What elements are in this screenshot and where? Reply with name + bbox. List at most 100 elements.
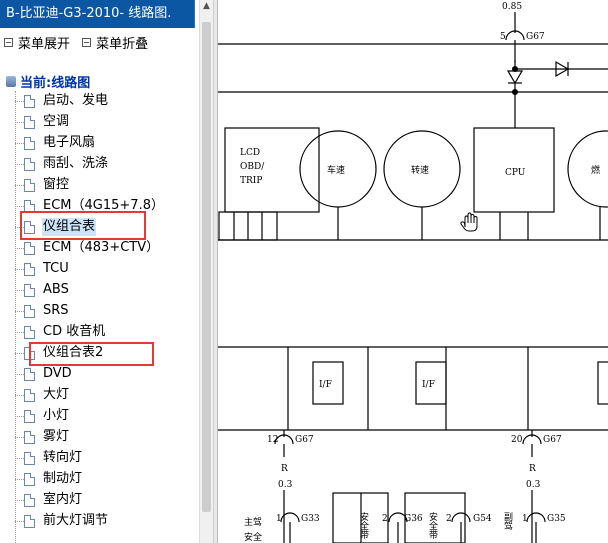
driver-seat-label: 主驾: [244, 516, 262, 528]
tree-item-label: 大灯: [43, 387, 70, 402]
tree-item[interactable]: 制动灯: [0, 469, 198, 490]
computer-icon: [6, 76, 16, 87]
tree-item-label: 转向灯: [43, 450, 83, 465]
menu-expand-button[interactable]: 菜单展开: [4, 33, 70, 52]
document-icon: [24, 242, 35, 255]
tree-item[interactable]: 室内灯: [0, 490, 198, 511]
tree-branch-line: [15, 500, 24, 501]
top-wire-spec: 0.85: [502, 2, 522, 12]
document-icon: [24, 368, 35, 381]
tree-item[interactable]: 启动、发电: [0, 91, 198, 112]
tree-item[interactable]: 窗控: [0, 175, 198, 196]
g33-pin: 1: [276, 514, 282, 524]
tree-item[interactable]: 转向灯: [0, 448, 198, 469]
right-wire-size: 0.3: [526, 480, 541, 490]
tree-branch-line: [15, 437, 24, 438]
top-connector-id: G67: [526, 32, 545, 42]
tree-item-label: 室内灯: [43, 492, 83, 507]
tree-item[interactable]: 电子风扇: [0, 133, 198, 154]
tree-item-label: DVD: [43, 366, 72, 381]
document-icon: [24, 452, 35, 465]
tree-item[interactable]: ECM（483+CTV）: [0, 238, 198, 259]
document-icon: [24, 431, 35, 444]
scroll-thumb[interactable]: [202, 22, 211, 512]
lcd-label-line1: LCD: [240, 148, 260, 158]
document-icon: [24, 305, 35, 318]
document-icon: [24, 158, 35, 171]
tree-root[interactable]: 当前:线路图: [6, 72, 90, 91]
tach-gauge-label: 转速: [411, 164, 429, 176]
tree-item[interactable]: 雨刮、洗涤: [0, 154, 198, 175]
left-panel: B-比亚迪-G3-2010- 线路图. 菜单展开 菜单折叠 当前:线路图 启动、…: [0, 0, 199, 543]
fuel-gauge-label: 燃: [591, 164, 600, 176]
tree-branch-line: [15, 206, 24, 207]
safety-belt-label-1: 安全带: [358, 511, 369, 540]
tree-item[interactable]: ABS: [0, 280, 198, 301]
wiring-diagram: 0.85 5 G67 LCD OBD/ TRIP 车速 转速 CPU 燃 I/F…: [218, 0, 608, 543]
tree-branch-line: [15, 143, 24, 144]
highlight-box: [29, 342, 154, 366]
menu-row: 菜单展开 菜单折叠: [4, 33, 156, 52]
document-icon: [24, 95, 35, 108]
tree-scrollbar[interactable]: ▲: [199, 0, 214, 543]
left-pin-number: 12: [267, 435, 278, 445]
tree-branch-line: [15, 101, 24, 102]
document-icon: [24, 137, 35, 150]
top-connector-pin: 5: [500, 32, 506, 42]
tree-item-label: ECM（483+CTV）: [43, 240, 160, 255]
tree-item-label: 空调: [43, 114, 70, 129]
tree-item-label: CD 收音机: [43, 324, 106, 339]
tree-branch-line: [15, 164, 24, 165]
safety-belt-label-2: 安全带: [427, 511, 438, 540]
hand-cursor-icon: [460, 212, 478, 232]
tree-item[interactable]: TCU: [0, 259, 198, 280]
tree-branch-line: [15, 248, 24, 249]
tree-item-label: 仪组合表: [42, 218, 97, 236]
pane-splitter[interactable]: [214, 0, 218, 543]
left-connector-id: G67: [295, 435, 314, 445]
right-pin-number: 20: [511, 435, 523, 445]
menu-collapse-label: 菜单折叠: [96, 37, 149, 52]
document-icon: [24, 263, 35, 276]
highlight-box: [20, 211, 146, 240]
document-icon: [24, 410, 35, 423]
tree-item[interactable]: 雾灯: [0, 427, 198, 448]
document-icon: [24, 179, 35, 192]
tree-item[interactable]: SRS: [0, 301, 198, 322]
tree-item-label: SRS: [43, 303, 69, 318]
document-icon: [24, 221, 35, 234]
tree-item[interactable]: CD 收音机: [0, 322, 198, 343]
tree-item[interactable]: 空调: [0, 112, 198, 133]
tree-branch-line: [15, 458, 24, 459]
if-label-2: I/F: [422, 380, 435, 390]
tree-item[interactable]: ECM（4G15+7.8）: [0, 196, 198, 217]
tree-item[interactable]: 大灯: [0, 385, 198, 406]
menu-expand-label: 菜单展开: [18, 37, 71, 52]
tree-branch-line: [15, 395, 24, 396]
scroll-up-icon[interactable]: ▲: [203, 1, 210, 11]
tree-item-label: ABS: [43, 282, 69, 297]
document-icon: [24, 326, 35, 339]
g35-label: G35: [547, 514, 566, 524]
passenger-seat-label: 副驾: [502, 512, 513, 531]
wiring-diagram-svg: 0.85 5 G67 LCD OBD/ TRIP 车速 转速 CPU 燃 I/F…: [218, 2, 608, 543]
cpu-label: CPU: [505, 168, 526, 178]
tree-branch-line: [15, 290, 24, 291]
tree-item[interactable]: 前大灯调节: [0, 511, 198, 532]
window-title: B-比亚迪-G3-2010- 线路图.: [0, 0, 195, 28]
right-connector-id: G67: [543, 435, 562, 445]
tree-branch-line: [15, 311, 24, 312]
tree-item-label: 前大灯调节: [43, 513, 109, 528]
tree-branch-line: [15, 374, 24, 375]
left-wire-size: 0.3: [278, 480, 293, 490]
lcd-label-line3: TRIP: [240, 176, 262, 186]
collapse-box-icon: [82, 38, 92, 47]
document-icon: [24, 389, 35, 402]
lcd-label-line2: OBD/: [240, 162, 265, 172]
tree-item[interactable]: DVD: [0, 364, 198, 385]
document-icon: [24, 473, 35, 486]
tree-item[interactable]: 小灯: [0, 406, 198, 427]
menu-collapse-button[interactable]: 菜单折叠: [82, 33, 148, 52]
tree-branch-line: [15, 122, 24, 123]
tree-item[interactable]: 仪组合表: [0, 217, 198, 238]
